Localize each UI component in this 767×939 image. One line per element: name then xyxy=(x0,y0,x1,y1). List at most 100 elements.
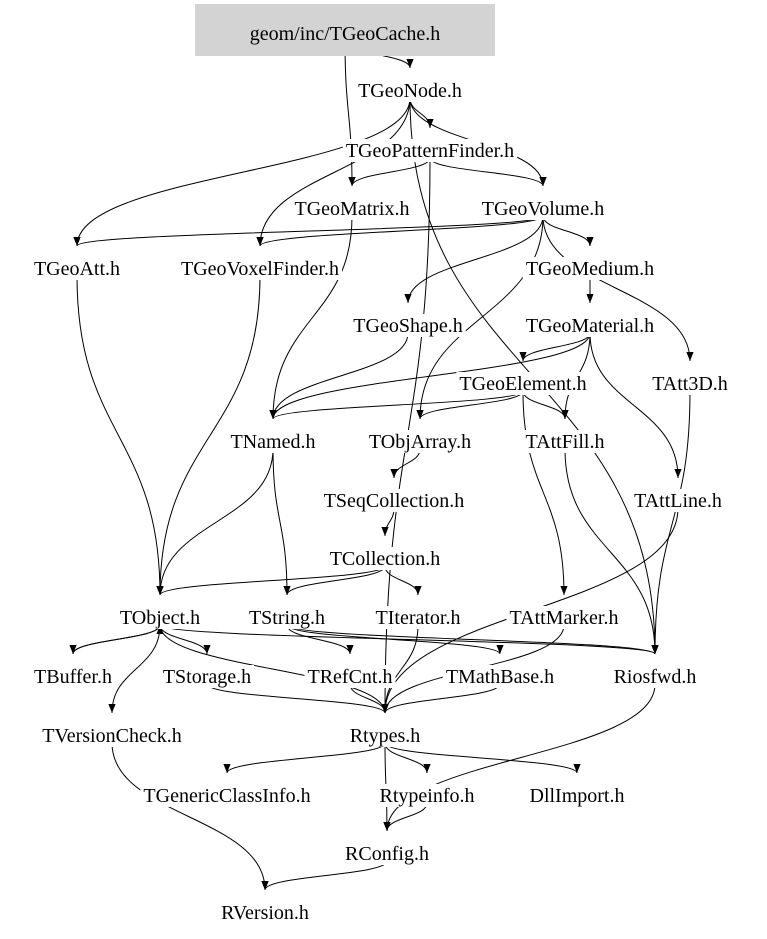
node-background xyxy=(326,547,444,570)
node-background xyxy=(342,842,432,865)
node-tgeovoxelfinder-h[interactable]: TGeoVoxelFinder.h xyxy=(178,257,342,280)
edge-tnamed-h-to-tstring-h xyxy=(272,448,291,596)
node-label: TBuffer.h xyxy=(34,666,112,688)
edge-riosfwd-h-to-rconfig-h xyxy=(383,683,656,832)
node-label: TObjArray.h xyxy=(369,431,471,453)
node-background xyxy=(39,724,185,747)
node-background xyxy=(506,606,622,629)
node-label: TIterator.h xyxy=(376,607,461,629)
node-background xyxy=(342,139,518,162)
node-label: RConfig.h xyxy=(345,843,429,865)
node-tgeomedium-h[interactable]: TGeoMedium.h xyxy=(522,257,658,280)
edge-tstring-h-to-riosfwd-h xyxy=(286,624,659,655)
node-tgeopatternfinder-h[interactable]: TGeoPatternFinder.h xyxy=(342,139,518,162)
edge-tcollection-h-to-tobject-h xyxy=(156,565,386,596)
node-label: TSeqCollection.h xyxy=(324,490,465,512)
node-tgeovolume-h[interactable]: TGeoVolume.h xyxy=(478,197,608,220)
node-tgeoatt-h[interactable]: TGeoAtt.h xyxy=(30,257,124,280)
node-label: TGeoNode.h xyxy=(358,80,462,102)
node-tattmarker-h[interactable]: TAttMarker.h xyxy=(506,606,622,629)
node-rconfig-h[interactable]: RConfig.h xyxy=(342,842,432,865)
node-rtypes-h[interactable]: Rtypes.h xyxy=(346,724,424,747)
node-label: TAttLine.h xyxy=(634,490,722,512)
node-tgeoelement-h[interactable]: TGeoElement.h xyxy=(456,372,590,395)
edge-tgeomaterial-h-to-tnamed-h xyxy=(269,332,591,420)
node-background xyxy=(610,665,700,688)
node-label: TGeoVoxelFinder.h xyxy=(181,258,339,280)
edge-tgeovolume-h-to-tgeoshape-h xyxy=(404,215,544,304)
edge-tobject-h-to-tversioncheck-h xyxy=(108,624,161,714)
edge-tgeonode-h-to-tgeovoxelfinder-h xyxy=(256,97,411,247)
node-label: TRefCnt.h xyxy=(308,666,393,688)
edge-tgeovolume-h-to-tobjarray-h xyxy=(416,215,544,420)
edge-tseqcollection-h-to-tcollection-h xyxy=(381,507,395,537)
node-label: Riosfwd.h xyxy=(614,666,697,688)
node-label: TGenericClassInfo.h xyxy=(143,785,310,807)
node-background xyxy=(522,257,658,280)
node-label: TNamed.h xyxy=(231,431,316,453)
edge-tatt3d-h-to-riosfwd-h xyxy=(651,390,691,655)
node-background xyxy=(442,665,558,688)
node-background xyxy=(365,430,475,453)
node-tatt3d-h[interactable]: TAtt3D.h xyxy=(649,372,731,395)
node-riosfwd-h[interactable]: Riosfwd.h xyxy=(610,665,700,688)
node-tgenericclassinfo-h[interactable]: TGenericClassInfo.h xyxy=(140,784,314,807)
node-label: TGeoElement.h xyxy=(459,373,586,395)
edge-tstring-h-to-trefcnt-h xyxy=(286,624,354,655)
node-tobjarray-h[interactable]: TObjArray.h xyxy=(365,430,475,453)
node-trefcnt-h[interactable]: TRefCnt.h xyxy=(304,665,396,688)
node-label: TAttFill.h xyxy=(526,431,605,453)
node-label: Rtypes.h xyxy=(350,725,421,747)
node-background xyxy=(526,784,628,807)
node-background xyxy=(30,257,124,280)
node-label: TGeoPatternFinder.h xyxy=(346,140,514,162)
node-tseqcollection-h[interactable]: TSeqCollection.h xyxy=(320,489,468,512)
node-tstring-h[interactable]: TString.h xyxy=(245,606,329,629)
node-tobject-h[interactable]: TObject.h xyxy=(116,606,204,629)
node-rtypeinfo-h[interactable]: Rtypeinfo.h xyxy=(376,784,478,807)
edge-tgeomatrix-h-to-tnamed-h xyxy=(269,215,353,420)
edge-tgeonode-h-to-tgeoatt-h xyxy=(73,97,411,247)
node-background xyxy=(178,257,342,280)
edge-tgeovolume-h-to-tgeovoxelfinder-h xyxy=(256,215,544,247)
node-tattfill-h[interactable]: TAttFill.h xyxy=(522,430,608,453)
node-tmathbase-h[interactable]: TMathBase.h xyxy=(442,665,558,688)
node-label: TStorage.h xyxy=(163,666,251,688)
node-tcollection-h[interactable]: TCollection.h xyxy=(326,547,444,570)
edge-rtypes-h-to-tgenericclassinfo-h xyxy=(223,742,386,774)
node-tversioncheck-h[interactable]: TVersionCheck.h xyxy=(39,724,185,747)
node-background xyxy=(227,430,319,453)
node-tgeomaterial-h[interactable]: TGeoMaterial.h xyxy=(522,314,658,337)
node-label: TObject.h xyxy=(120,607,200,629)
node-background xyxy=(350,314,466,337)
edge-tobject-h-to-rtypes-h xyxy=(159,624,389,714)
node-background xyxy=(478,197,608,220)
edge-tobject-h-to-tstorage-h xyxy=(159,624,211,655)
node-dllimport-h[interactable]: DllImport.h xyxy=(526,784,628,807)
node-background xyxy=(291,197,413,220)
node-background xyxy=(304,665,396,688)
node-tgeomatrix-h[interactable]: TGeoMatrix.h xyxy=(291,197,413,220)
edge-tattfill-h-to-riosfwd-h xyxy=(564,448,659,655)
node-tnamed-h[interactable]: TNamed.h xyxy=(227,430,319,453)
edge-rtypes-h-to-dllimport-h xyxy=(384,742,581,774)
node-tgeoshape-h[interactable]: TGeoShape.h xyxy=(350,314,466,337)
node-label: TAtt3D.h xyxy=(652,373,728,395)
edge-tgeonode-h-to-tgeopatternfinder-h xyxy=(409,97,434,129)
node-background xyxy=(631,489,725,512)
node-titerator-h[interactable]: TIterator.h xyxy=(372,606,464,629)
edge-tgeoelement-h-to-tobjarray-h xyxy=(416,390,524,420)
node-tattline-h[interactable]: TAttLine.h xyxy=(631,489,725,512)
node-tgeonode-h[interactable]: TGeoNode.h xyxy=(355,79,465,102)
node-background xyxy=(522,430,608,453)
node-geom-inc-tgeocache-h[interactable]: geom/inc/TGeoCache.h xyxy=(195,4,495,56)
node-rversion-h[interactable]: RVersion.h xyxy=(218,901,312,924)
node-background xyxy=(355,79,465,102)
edge-tobject-h-to-riosfwd-h xyxy=(159,624,659,655)
node-tbuffer-h[interactable]: TBuffer.h xyxy=(31,665,115,688)
node-label: TAttMarker.h xyxy=(510,607,619,629)
node-label: TGeoMedium.h xyxy=(526,258,654,280)
edge-tgeovoxelfinder-h-to-tobject-h xyxy=(156,275,261,596)
node-tstorage-h[interactable]: TStorage.h xyxy=(159,665,255,688)
